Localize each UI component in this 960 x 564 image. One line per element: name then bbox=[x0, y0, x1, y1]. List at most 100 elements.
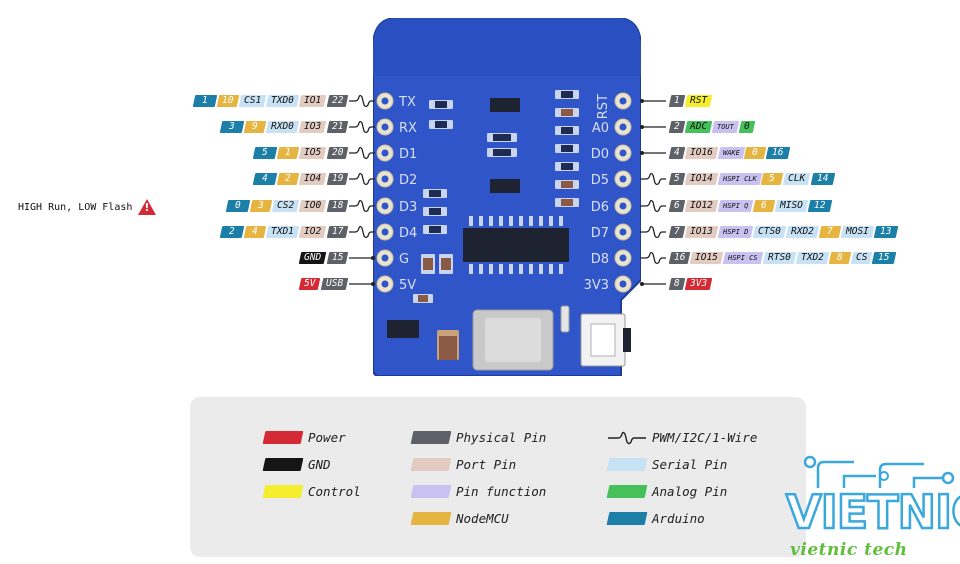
pin-tag-phys: 19 bbox=[326, 173, 349, 185]
pin-connector-line bbox=[640, 125, 666, 129]
pin-tag-port: IO4 bbox=[299, 173, 327, 185]
pin-tag-ser: RTS0 bbox=[762, 252, 797, 264]
pin-tag-func: HSPI CLK bbox=[717, 173, 762, 185]
pin-tag-phys: 8 bbox=[668, 278, 686, 290]
pin-tag-ser: RXD0 bbox=[266, 121, 300, 133]
silk-right-3: D5 bbox=[591, 173, 609, 188]
pin-tag-usb: USB bbox=[320, 278, 349, 290]
pin-tag-ser: MOSI bbox=[840, 226, 874, 238]
circuit-trace-icon bbox=[803, 455, 955, 488]
silk-left-1: RX bbox=[399, 121, 417, 136]
right-pin-holes bbox=[614, 92, 632, 293]
pin-tag-func: HSPI Q bbox=[717, 200, 754, 212]
legend: Power GND Control Physical Pin Port Pin … bbox=[190, 397, 806, 557]
legend-item-control: Control bbox=[262, 484, 361, 499]
logo-tagline: vietnic tech bbox=[790, 540, 908, 560]
pin-tag-ard: 3 bbox=[220, 121, 245, 133]
legend-swatch-physical bbox=[410, 431, 452, 444]
silk-right-0: RST bbox=[596, 94, 611, 119]
pin-tag-func: HSPI D bbox=[717, 226, 754, 238]
legend-item-nodemcu: NodeMCU bbox=[410, 511, 509, 526]
silk-left-6: G bbox=[399, 252, 409, 267]
pin-tag-ard: 2 bbox=[220, 226, 245, 238]
pin-tag-pwr: 5V bbox=[299, 278, 322, 290]
legend-swatch-gnd bbox=[262, 458, 304, 471]
legend-item-port: Port Pin bbox=[410, 457, 517, 472]
wemos-d1-mini-board: TX RX D1 D2 D3 D4 G 5V RST A0 D0 D5 D6 D… bbox=[373, 18, 641, 376]
silk-right-5: D7 bbox=[591, 226, 609, 241]
pin-tag-mcu: 5 bbox=[761, 173, 784, 185]
pin-tag-func: TOUT bbox=[711, 121, 740, 133]
pin-connector-line bbox=[640, 282, 666, 286]
pin-tag-phys: 1 bbox=[668, 95, 686, 107]
pin-tag-ser: CS2 bbox=[271, 200, 300, 212]
pin-connector-line bbox=[640, 151, 666, 155]
silk-left-0: TX bbox=[398, 95, 416, 110]
legend-label: PWM/I2C/1-Wire bbox=[652, 430, 758, 445]
pin-tag-phys: 4 bbox=[668, 147, 686, 159]
pin-tag-mcu: 9 bbox=[244, 121, 267, 133]
pwm-wave-icon bbox=[349, 199, 375, 213]
legend-item-serial: Serial Pin bbox=[606, 457, 727, 472]
right-silkscreen-labels: RST A0 D0 D5 D6 D7 D8 3V3 bbox=[584, 94, 611, 293]
pin-tag-port: IO12 bbox=[684, 200, 718, 212]
legend-swatch-nodemcu bbox=[410, 512, 452, 525]
silk-left-3: D2 bbox=[399, 173, 417, 188]
pwm-wave-icon bbox=[349, 120, 375, 134]
pin-tag-phys: 2 bbox=[668, 121, 686, 133]
pin-tag-ser: RXD2 bbox=[785, 226, 819, 238]
pin-tag-phys: 18 bbox=[326, 200, 349, 212]
pwm-wave-icon bbox=[349, 225, 375, 239]
antenna-area bbox=[373, 18, 641, 76]
pin-tag-func: HSPI CS bbox=[723, 252, 764, 264]
pin-tag-ana: 0 bbox=[738, 121, 755, 133]
pwm-wave-icon bbox=[349, 146, 375, 160]
pin-tag-ard: 15 bbox=[871, 252, 897, 264]
pin-tag-ser: TXD0 bbox=[266, 95, 300, 107]
pin-tag-mcu: 2 bbox=[277, 173, 300, 185]
pin-tag-mcu: 6 bbox=[752, 200, 776, 212]
flash-note-text: HIGH Run, LOW Flash bbox=[18, 201, 133, 213]
pin-tag-ser: TXD1 bbox=[266, 226, 300, 238]
legend-swatch-power bbox=[262, 431, 304, 444]
pin-tag-mcu: 10 bbox=[217, 95, 240, 107]
cp2104-chip bbox=[463, 216, 569, 274]
pin-tag-mcu: 7 bbox=[818, 226, 841, 238]
legend-swatch-control bbox=[262, 485, 304, 498]
silk-right-4: D6 bbox=[591, 200, 609, 215]
pwm-wave-icon bbox=[640, 251, 666, 265]
pwm-wave-icon bbox=[349, 94, 375, 108]
legend-label: Port Pin bbox=[456, 457, 517, 472]
legend-item-arduino: Arduino bbox=[606, 511, 705, 526]
legend-swatch-arduino bbox=[606, 512, 648, 525]
pin-tag-phys: 17 bbox=[326, 226, 349, 238]
pin-tag-ard: 5 bbox=[253, 147, 278, 159]
legend-label: Power bbox=[308, 430, 346, 445]
pin-tag-mcu: 1 bbox=[277, 147, 300, 159]
pwm-wave-icon bbox=[640, 172, 666, 186]
pwm-wave-icon bbox=[349, 172, 375, 186]
pin-tag-phys: 5 bbox=[668, 173, 686, 185]
pin-tag-ard: 4 bbox=[253, 173, 278, 185]
legend-swatch-serial bbox=[606, 458, 648, 471]
pin-tag-port: IO3 bbox=[299, 121, 327, 133]
smd-components bbox=[387, 90, 631, 371]
pin-tag-ard: 13 bbox=[873, 226, 898, 238]
pin-tag-port: IO16 bbox=[684, 147, 718, 159]
legend-label: GND bbox=[308, 457, 331, 472]
silk-left-4: D3 bbox=[399, 200, 417, 215]
pin-tag-ser: CS1 bbox=[239, 95, 267, 107]
pwm-wave-icon bbox=[640, 199, 666, 213]
pin-tag-ard: 12 bbox=[807, 200, 833, 212]
pin-connector-line bbox=[349, 282, 375, 286]
